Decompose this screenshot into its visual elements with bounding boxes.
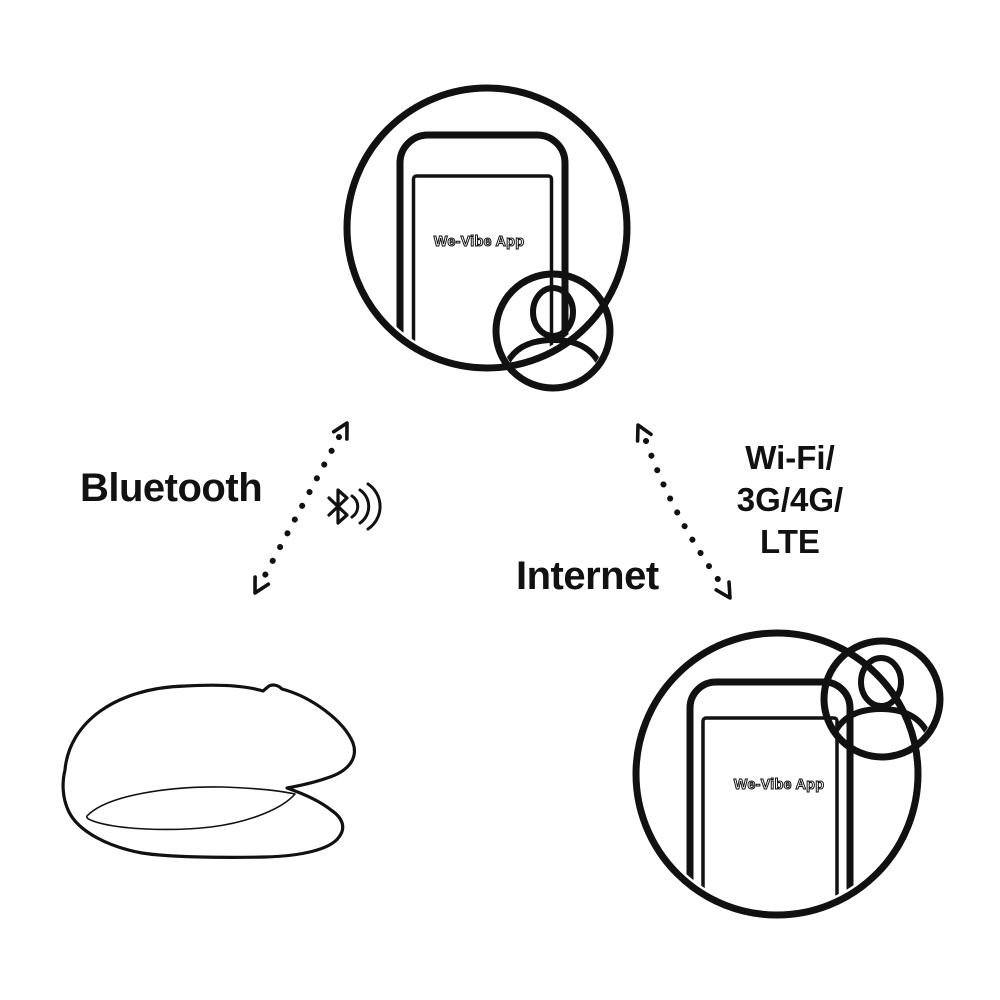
internet-arrow [635, 423, 732, 600]
bottom-connection-circle [632, 629, 922, 919]
bottom-right-phone-node: We-Vibe App [632, 629, 944, 919]
internet-arrow-dots [643, 438, 725, 588]
top-avatar-circle [492, 270, 614, 392]
device-inner-fold-line [85, 786, 296, 831]
signal-waves-icon [350, 482, 382, 531]
internet-label: Internet [516, 554, 659, 598]
internet-arrowhead-down [714, 580, 732, 600]
bottom-avatar-circle [820, 637, 944, 761]
bluetooth-arrowhead-down [253, 575, 271, 595]
top-phone-app-label: We-Vibe App [434, 234, 525, 250]
internet-arrowhead-up [635, 423, 653, 443]
bluetooth-arrowhead-up [331, 421, 349, 441]
bluetooth-arrow-dots [260, 434, 342, 582]
top-smartphone-screen [411, 174, 554, 362]
bluetooth-label: Bluetooth [80, 466, 263, 510]
bluetooth-signal-icon [327, 482, 382, 531]
top-connection-circle [343, 84, 631, 372]
top-phone-node: We-Vibe App [343, 84, 631, 392]
bottom-phone-app-label: We-Vibe App [734, 777, 825, 793]
device-outer-outline [61, 683, 356, 859]
bottom-smartphone-screen [701, 716, 839, 909]
bluetooth-rune-icon [327, 488, 349, 525]
bluetooth-arrow [253, 421, 349, 595]
bottom-smartphone-outline [686, 678, 854, 909]
we-vibe-device [61, 683, 356, 859]
network-label: Wi-Fi/ 3G/4G/ LTE [736, 439, 844, 560]
